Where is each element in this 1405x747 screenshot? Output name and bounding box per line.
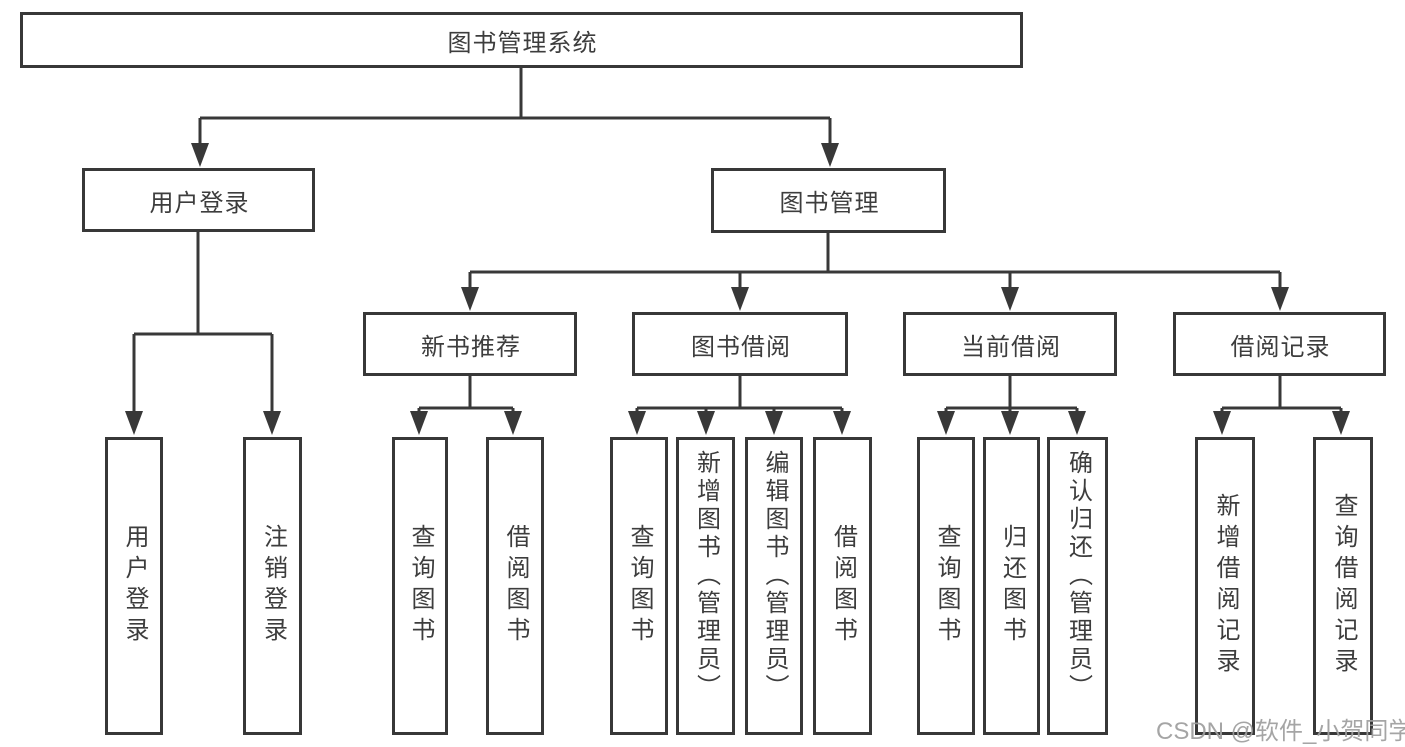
leaf-user-login: 用户登录 [105,437,163,735]
node-user-login-label: 用户登录 [149,189,250,217]
node-user-login: 用户登录 [82,168,315,232]
watermark: CSDN @软件_小贺同学 [1156,718,1405,745]
leaf-edit-book-admin: 编辑图书（管理员） [745,437,803,735]
leaf-query-borrow-record-label: 查询借阅记录 [1330,493,1357,679]
leaf-borrow-books-1-label: 借阅图书 [502,524,529,648]
leaf-query-books-3-label: 查询图书 [933,524,960,648]
leaf-query-books-2-label: 查询图书 [626,524,653,648]
leaf-logout: 注销登录 [243,437,302,735]
leaf-query-books-2: 查询图书 [610,437,668,735]
leaf-add-book-admin: 新增图书（管理员） [676,437,735,735]
node-book-management-label: 图书管理 [779,190,880,217]
leaf-borrow-books-2: 借阅图书 [813,437,872,735]
node-root-label: 图书管理系统 [447,29,598,57]
leaf-edit-book-admin-label: 编辑图书（管理员） [761,450,788,702]
node-current-borrow-label: 当前借阅 [961,333,1061,361]
node-book-borrow: 图书借阅 [632,312,848,376]
node-book-management: 图书管理 [711,168,946,233]
leaf-borrow-books-1: 借阅图书 [486,437,544,735]
leaf-confirm-return-admin-label: 确认归还（管理员） [1064,450,1092,702]
leaf-add-book-admin-label: 新增图书（管理员） [692,450,720,702]
leaf-query-books-1: 查询图书 [392,437,448,735]
node-new-book-recommend-label: 新书推荐 [421,333,521,361]
leaf-add-borrow-record: 新增借阅记录 [1195,437,1255,735]
node-new-book-recommend: 新书推荐 [363,312,577,376]
leaf-return-book-label: 归还图书 [998,524,1026,648]
node-root: 图书管理系统 [20,12,1023,68]
leaf-logout-label: 注销登录 [259,524,287,648]
leaf-query-borrow-record: 查询借阅记录 [1313,437,1373,735]
node-current-borrow: 当前借阅 [903,312,1117,376]
leaf-query-books-3: 查询图书 [917,437,975,735]
node-borrow-records: 借阅记录 [1173,312,1386,376]
node-borrow-records-label: 借阅记录 [1230,333,1331,361]
leaf-confirm-return-admin: 确认归还（管理员） [1047,437,1108,735]
leaf-user-login-label: 用户登录 [121,524,148,648]
node-book-borrow-label: 图书借阅 [691,333,791,361]
leaf-query-books-1-label: 查询图书 [407,524,434,648]
leaf-return-book: 归还图书 [983,437,1040,735]
leaf-borrow-books-2-label: 借阅图书 [829,524,857,648]
leaf-add-borrow-record-label: 新增借阅记录 [1212,493,1239,679]
